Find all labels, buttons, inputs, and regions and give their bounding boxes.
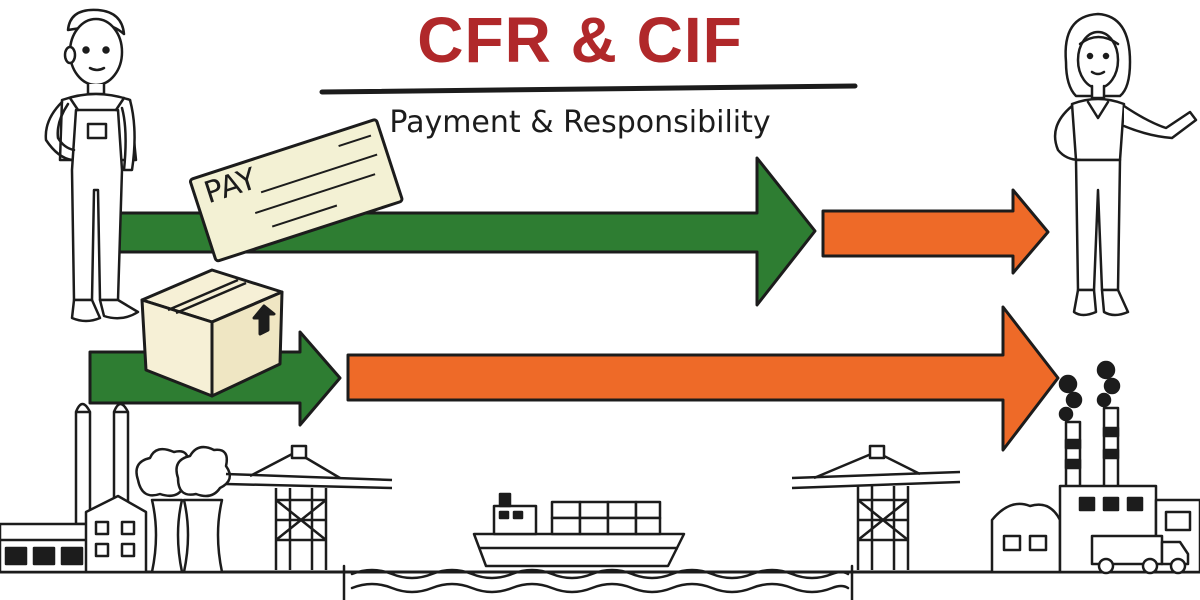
port-crane-icon: [791, 444, 961, 570]
subtitle: Payment & Responsibility: [389, 105, 770, 140]
cardboard-box-icon: [140, 268, 284, 398]
cheque-icon: [189, 118, 404, 263]
man-overalls-icon: [44, 8, 140, 323]
payment-green-arrow: [98, 156, 817, 307]
factory-icon: [0, 402, 232, 574]
port-crane-icon: [225, 444, 393, 570]
title-underline: [319, 83, 858, 95]
truck-icon: [1090, 534, 1190, 575]
goods-orange-arrow: [346, 305, 1060, 452]
sea-waves-icon: [342, 564, 854, 600]
woman-icon: [1053, 12, 1198, 317]
cargo-ship-icon: [472, 492, 686, 568]
payment-orange-arrow: [821, 188, 1050, 275]
page-title: CFR & CIF: [417, 4, 742, 76]
